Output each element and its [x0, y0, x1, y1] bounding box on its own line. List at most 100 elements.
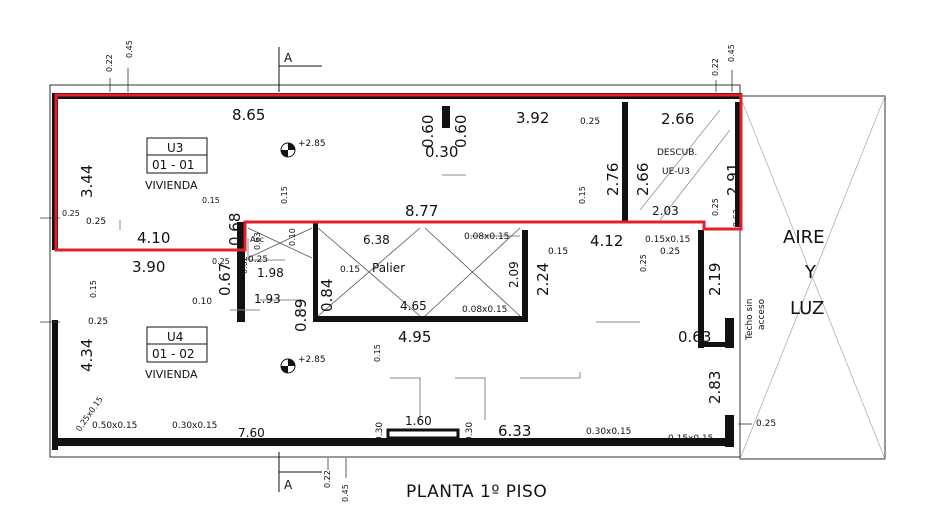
dim-0-08x0-15-a: 0.08x0.15 [464, 232, 509, 242]
dim-0-30x0-15-b: 0.30x0.15 [586, 427, 631, 437]
dim-6-38: 6.38 [363, 233, 390, 247]
dim-4-12: 4.12 [590, 232, 623, 250]
dim-0-25-g: 0.25 [88, 317, 108, 327]
dim-7-60: 7.60 [238, 426, 265, 440]
dim-0-10-b: 0.10 [192, 297, 212, 307]
dim-0-63-b: 0.63 [253, 232, 262, 250]
dim-0-22-b: 0.22 [323, 470, 332, 488]
unit-u3-code: U3 [167, 141, 183, 155]
level-text-u3: +2.85 [298, 139, 326, 149]
dim-0-22-tr: 0.22 [711, 58, 720, 76]
unit-u4-code: U4 [167, 330, 183, 344]
dim-0-84: 0.84 [318, 279, 336, 312]
dim-2-24: 2.24 [534, 263, 552, 296]
dim-0-45-b: 0.45 [341, 484, 350, 502]
dim-0-63-a: 0.63 [732, 209, 741, 227]
dim-8-77: 8.77 [405, 202, 438, 220]
dim-2-66-b: 2.66 [634, 163, 652, 196]
dim-3-90: 3.90 [132, 258, 165, 276]
dim-2-91: 2.91 [724, 163, 742, 196]
room-aire-2: Y [804, 262, 817, 283]
room-techo-1: Techo sin [745, 299, 755, 341]
dim-0-30x0-15-a: 0.30x0.15 [172, 421, 217, 431]
dim-3-44: 3.44 [78, 165, 96, 198]
dim-2-03: 2.03 [652, 204, 679, 218]
dim-0-25-left1: 0.25 [62, 209, 80, 218]
dim-2-76: 2.76 [604, 163, 622, 196]
dim-0-45-tr: 0.45 [727, 44, 736, 62]
room-aire-3: LUZ [790, 298, 824, 319]
dim-0-15-c: 0.15 [340, 265, 360, 275]
section-label-bottom: A [284, 478, 293, 492]
dim-0-15x0-15: 0.15x0.15 [645, 235, 690, 245]
dim-3-92: 3.92 [516, 109, 549, 127]
dim-0-45-tl: 0.45 [125, 40, 134, 58]
dim-0-15-e: 0.15 [578, 186, 587, 204]
dim-0-63-c: 0.63 [678, 328, 711, 346]
room-palier: Palier [372, 261, 405, 275]
dim-4-34: 4.34 [78, 339, 96, 372]
dim-0-25-h: 0.25 [756, 419, 776, 429]
level-text-u4: +2.85 [298, 355, 326, 365]
room-descub-1: DESCUB. [657, 148, 697, 158]
dim-1-98: 1.98 [257, 266, 284, 280]
dim-2-09: 2.09 [507, 261, 521, 288]
interior-lines [119, 174, 640, 420]
dim-0-25-e: 0.25 [248, 255, 268, 265]
dim-0-22-tl: 0.22 [105, 54, 114, 72]
dimension-ticks [40, 68, 752, 478]
dim-0-15-b: 0.15 [280, 186, 289, 204]
dim-0-30-top: 0.30 [425, 143, 458, 161]
dim-0-15-g: 0.15 [373, 344, 382, 362]
dim-1-93: 1.93 [254, 292, 281, 306]
section-marker-top [278, 47, 322, 92]
section-marker-bottom [278, 452, 322, 492]
unit-u3-use: VIVIENDA [145, 179, 198, 192]
dim-8-65: 8.65 [232, 106, 265, 124]
dim-0-15-d: 0.15 [548, 247, 568, 257]
outer-frame [49, 84, 886, 460]
dim-4-10: 4.10 [137, 229, 170, 247]
dim-0-60-a: 0.60 [419, 115, 437, 148]
dim-0-67: 0.67 [216, 263, 234, 296]
plan-title: PLANTA 1º PISO [406, 482, 547, 502]
unit-u4-number: 01 - 02 [152, 347, 195, 361]
dim-6-33: 6.33 [498, 422, 531, 440]
dim-0-25-c: 0.25 [86, 217, 106, 227]
dim-0-68: 0.68 [226, 213, 244, 246]
dim-0-25-a: 0.25 [580, 117, 600, 127]
stair-hatching [247, 227, 521, 317]
dim-0-15-f: 0.15 [89, 280, 98, 298]
dim-0-30-a: 0.30 [375, 422, 385, 442]
unit-u4-use: VIVIENDA [145, 368, 198, 381]
dim-0-08x0-15-b: 0.08x0.15 [462, 305, 507, 315]
dim-0-15x0-15-b: 0.15x0.15 [668, 434, 713, 444]
room-asc: Asc [250, 235, 264, 244]
dim-0-50x0-15: 0.50x0.15 [92, 421, 137, 431]
section-label-top: A [284, 51, 293, 65]
room-techo-2: acceso [757, 298, 767, 330]
dim-4-65: 4.65 [400, 299, 427, 313]
dim-0-30-b: 0.30 [465, 422, 475, 442]
dim-0-25-left2: 0.25 [212, 257, 230, 266]
dim-2-19: 2.19 [706, 263, 724, 296]
level-marker-u3 [280, 142, 296, 158]
dim-0-10: 0.10 [288, 228, 297, 246]
unit-u3-boundary [54, 93, 743, 252]
dim-0-25-d: 0.25 [639, 254, 648, 272]
dim-0-62: 0.62 [240, 256, 249, 274]
unit-u3-number: 01 - 01 [152, 158, 195, 172]
dim-4-95: 4.95 [398, 328, 431, 346]
room-aire-1: AIRE [783, 227, 825, 248]
dim-1-60: 1.60 [405, 414, 432, 428]
dim-2-66-a: 2.66 [661, 110, 694, 128]
descub-hatch [639, 109, 731, 221]
dim-0-25-b: 0.25 [711, 198, 720, 216]
dim-0-15-a: 0.15 [202, 196, 220, 205]
dim-0-60-b: 0.60 [452, 115, 470, 148]
dim-0-89: 0.89 [292, 299, 310, 332]
level-marker-u4 [280, 358, 296, 374]
dim-2-83: 2.83 [706, 371, 724, 404]
room-descub-2: UE-U3 [662, 167, 690, 177]
